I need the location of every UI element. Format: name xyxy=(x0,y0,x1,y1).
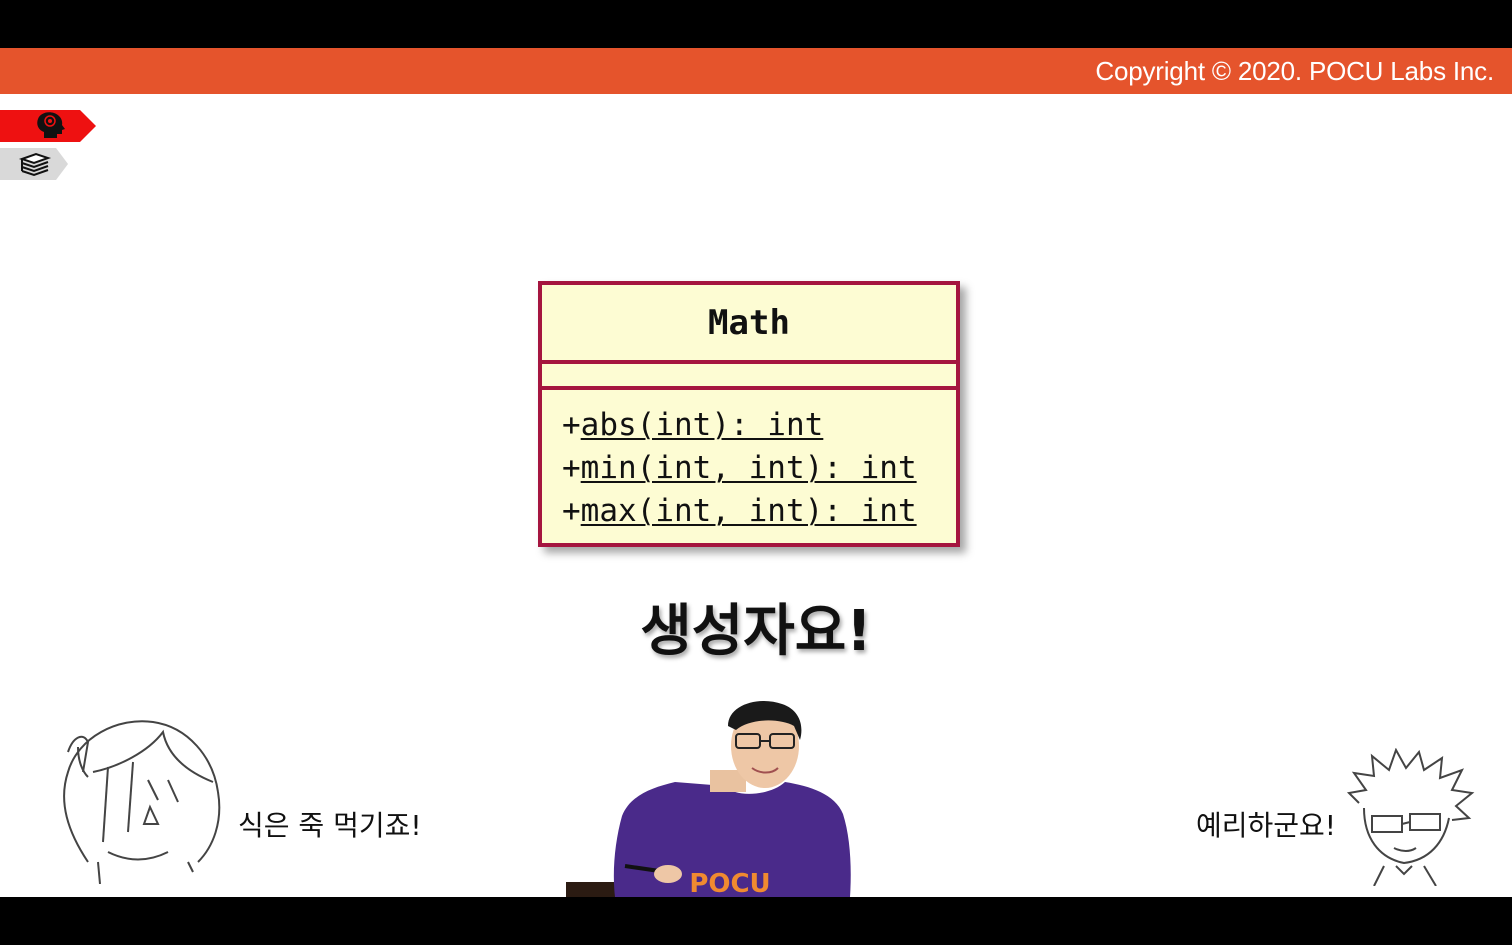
op-signature: abs(int): int xyxy=(580,407,824,443)
copyright-text: Copyright © 2020. POCU Labs Inc. xyxy=(1095,56,1494,86)
shirt-logo: POCU xyxy=(689,869,770,897)
girl-character-icon xyxy=(63,720,221,884)
uml-separator xyxy=(542,360,956,364)
op-visibility: + xyxy=(562,407,581,443)
letterbox-bottom xyxy=(0,897,1512,945)
uml-operations: +abs(int): int +min(int, int): int +max(… xyxy=(542,390,956,533)
op-signature: min(int, int): int xyxy=(580,450,917,486)
uml-operation: +max(int, int): int xyxy=(562,490,956,533)
slide: Copyright © 2020. POCU Labs Inc. Math +a… xyxy=(0,48,1512,897)
op-signature: max(int, int): int xyxy=(580,493,917,529)
books-icon xyxy=(18,152,52,177)
op-visibility: + xyxy=(562,493,581,529)
uml-operation: +min(int, int): int xyxy=(562,447,956,490)
uml-class-box: Math +abs(int): int +min(int, int): int … xyxy=(538,281,960,547)
brain-tab[interactable] xyxy=(0,110,96,142)
op-visibility: + xyxy=(562,450,581,486)
presenter-face xyxy=(731,704,799,788)
uml-separator xyxy=(542,386,956,390)
presenter-neck xyxy=(710,770,746,792)
letterbox-top xyxy=(0,0,1512,48)
speech-left: 식은 죽 먹기죠! xyxy=(238,809,422,842)
presenter-hair xyxy=(728,700,802,740)
uml-attributes xyxy=(542,364,956,386)
brain-head-icon xyxy=(37,112,65,138)
presenter-mouth xyxy=(751,767,779,774)
uml-class-name: Math xyxy=(708,302,790,343)
speech-right: 예리하군요! xyxy=(1196,809,1337,842)
presenter-hand xyxy=(654,865,682,883)
presenter-video: POCU xyxy=(566,700,851,897)
uml-operation: +abs(int): int xyxy=(562,404,956,447)
boy-character-icon xyxy=(1346,748,1475,886)
header-banner: Copyright © 2020. POCU Labs Inc. xyxy=(0,48,1512,94)
books-tab[interactable] xyxy=(0,148,68,180)
slide-caption: 생성자요! xyxy=(640,599,872,664)
